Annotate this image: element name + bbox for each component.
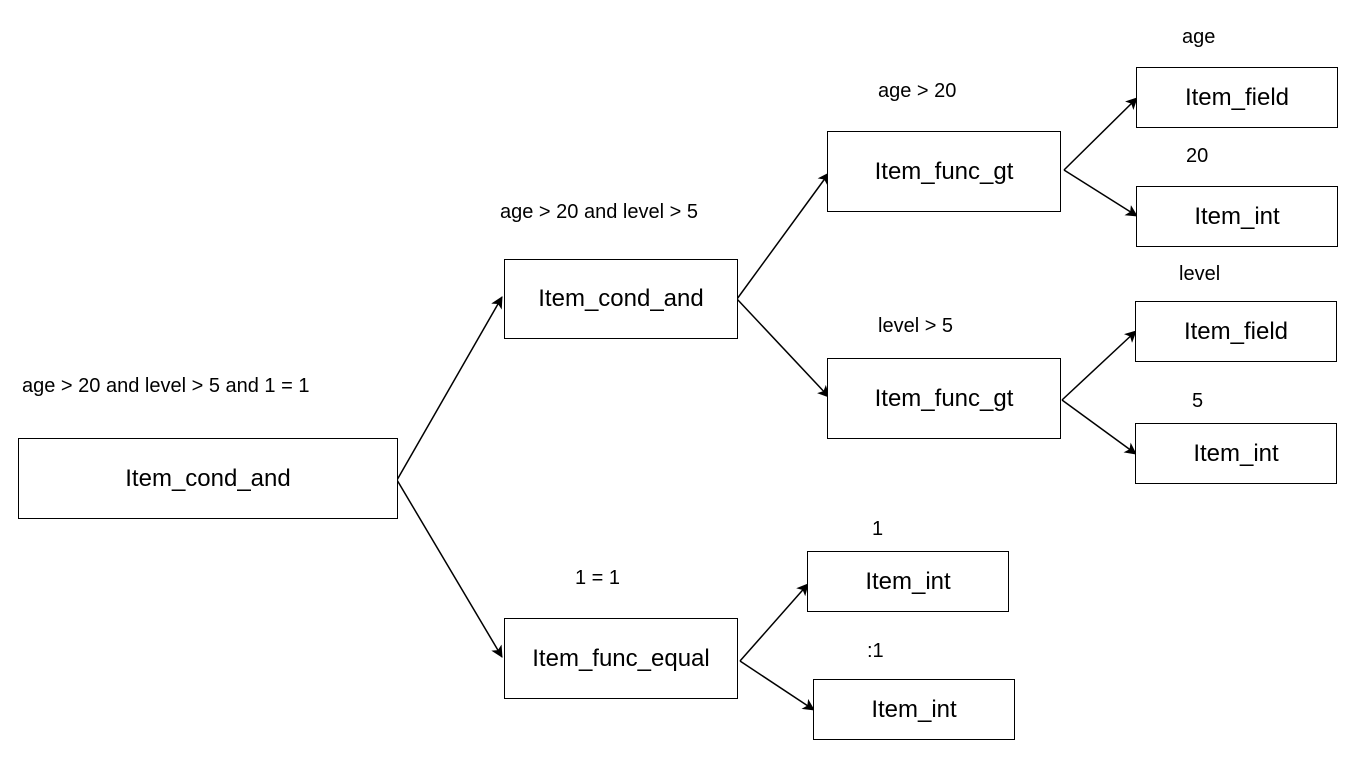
edge-and2-to-gt2 bbox=[736, 298, 830, 398]
edge-gt2-to-field2 bbox=[1061, 330, 1137, 401]
edge-gt2-to-int2 bbox=[1061, 399, 1137, 455]
item-int-node-1a: Item_int bbox=[807, 551, 1009, 612]
item-field-node-level: Item_field bbox=[1135, 301, 1337, 362]
int3-label: 1 bbox=[872, 518, 884, 540]
int1-label: 20 bbox=[1186, 145, 1209, 167]
edge-gt1-to-int1 bbox=[1063, 169, 1138, 217]
func-equal-node: Item_func_equal bbox=[504, 618, 738, 699]
cond-and-node: Item_cond_and bbox=[504, 259, 738, 339]
item-int-node-1b: Item_int bbox=[813, 679, 1015, 740]
gt1-expression-label: age > 20 bbox=[878, 80, 957, 102]
root-expression-label: age > 20 and level > 5 and 1 = 1 bbox=[22, 375, 310, 397]
field2-label: level bbox=[1179, 263, 1221, 285]
int4-label: :1 bbox=[867, 640, 884, 662]
func-gt-node-level: Item_func_gt bbox=[827, 358, 1061, 439]
gt2-expression-label: level > 5 bbox=[878, 315, 954, 337]
edge-and2-to-gt1 bbox=[736, 172, 830, 300]
root-cond-and-node: Item_cond_and bbox=[18, 438, 398, 519]
item-int-node-5: Item_int bbox=[1135, 423, 1337, 484]
edge-eq-to-int4 bbox=[739, 660, 815, 711]
edge-root-to-and2 bbox=[396, 296, 503, 481]
and2-expression-label: age > 20 and level > 5 bbox=[500, 201, 698, 223]
eq-expression-label: 1 = 1 bbox=[575, 567, 621, 589]
item-int-node-20: Item_int bbox=[1136, 186, 1338, 247]
edge-gt1-to-field1 bbox=[1063, 97, 1138, 171]
item-field-node-age: Item_field bbox=[1136, 67, 1338, 128]
func-gt-node-age: Item_func_gt bbox=[827, 131, 1061, 212]
edge-eq-to-int3 bbox=[739, 583, 809, 662]
int2-label: 5 bbox=[1192, 390, 1204, 412]
field1-label: age bbox=[1182, 26, 1216, 48]
edge-root-to-eq bbox=[396, 479, 503, 658]
